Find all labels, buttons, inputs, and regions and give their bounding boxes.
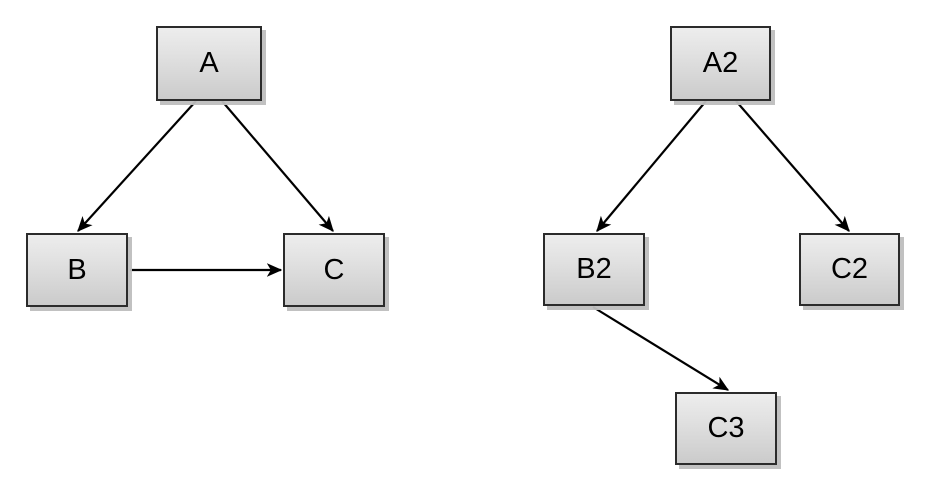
node-b[interactable]: B (26, 233, 128, 307)
edge-a2-to-c2 (735, 100, 850, 232)
node-label-a: A (199, 47, 219, 79)
edge-a-to-b (77, 100, 197, 232)
node-label-b: B (67, 253, 87, 286)
node-label-c: C (323, 253, 345, 286)
node-c2[interactable]: C2 (799, 233, 900, 306)
edge-a2-to-b2 (596, 100, 707, 232)
node-c[interactable]: C (283, 233, 385, 307)
node-label-b2: B2 (576, 253, 612, 285)
node-a2[interactable]: A2 (670, 26, 771, 101)
edges-group (77, 100, 850, 391)
node-c3[interactable]: C3 (675, 392, 777, 465)
edge-b2-to-c3 (592, 306, 730, 391)
node-label-c3: C3 (707, 412, 745, 444)
node-b2[interactable]: B2 (543, 233, 645, 306)
node-label-c2: C2 (830, 253, 869, 285)
node-a[interactable]: A (156, 26, 262, 101)
node-label-a2: A2 (702, 47, 739, 79)
edge-a-to-c (221, 100, 334, 232)
